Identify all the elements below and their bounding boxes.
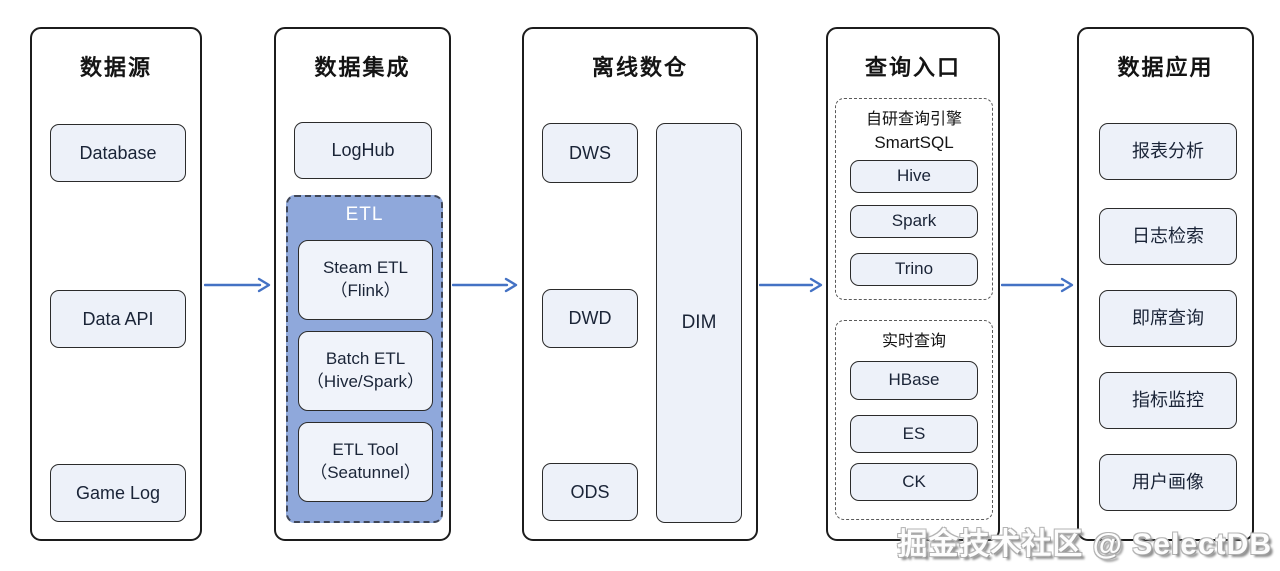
node-data-api: Data API <box>50 290 186 348</box>
node-user-profile: 用户画像 <box>1099 454 1237 511</box>
column-title-data-integration: 数据集成 <box>314 55 411 80</box>
node-loghub: LogHub <box>294 122 432 179</box>
etl-group-label: ETL <box>345 204 384 225</box>
smartsql-engine-group: 自研查询引擎 SmartSQL Hive Spark Trino <box>835 98 993 300</box>
smartsql-group-label-line1: 自研查询引擎 <box>865 111 962 128</box>
smartsql-group-label: 自研查询引擎 SmartSQL <box>836 108 992 156</box>
node-line: Batch ETL <box>325 349 406 369</box>
node-stream-etl-flink: Steam ETL （Flink） <box>298 240 433 320</box>
column-title-data-source: 数据源 <box>79 55 152 80</box>
column-data-integration: 数据集成 LogHub ETL Steam ETL （Flink） Batch … <box>274 27 451 541</box>
node-hive: Hive <box>850 160 978 193</box>
node-es: ES <box>850 415 978 453</box>
column-title-query-entry: 查询入口 <box>864 55 961 80</box>
node-etl-tool-seatunnel: ETL Tool （Seatunnel） <box>298 422 433 502</box>
node-dim: DIM <box>656 123 742 523</box>
node-report-analysis: 报表分析 <box>1099 123 1237 180</box>
column-title-offline-warehouse: 离线数仓 <box>591 55 688 80</box>
realtime-query-group-label: 实时查询 <box>881 333 946 350</box>
node-log-retrieval: 日志检索 <box>1099 208 1237 265</box>
node-database: Database <box>50 124 186 182</box>
node-spark: Spark <box>850 205 978 238</box>
node-trino: Trino <box>850 253 978 286</box>
realtime-query-group: 实时查询 HBase ES CK <box>835 320 993 520</box>
node-line: （Hive/Spark） <box>306 372 425 391</box>
column-query-entry: 查询入口 自研查询引擎 SmartSQL Hive Spark Trino 实时… <box>826 27 1000 541</box>
flow-arrow-2 <box>452 277 518 293</box>
watermark: 掘金技术社区 @ SelectDB <box>897 528 1272 561</box>
column-offline-warehouse: 离线数仓 DWS DWD ODS DIM <box>522 27 758 541</box>
node-dws: DWS <box>542 123 638 183</box>
node-game-log: Game Log <box>50 464 186 522</box>
column-data-source: 数据源 Database Data API Game Log <box>30 27 202 541</box>
node-batch-etl-hive-spark: Batch ETL （Hive/Spark） <box>298 331 433 411</box>
column-title-data-application: 数据应用 <box>1117 55 1214 80</box>
node-dwd: DWD <box>542 289 638 348</box>
flow-arrow-3 <box>759 277 823 293</box>
node-line: Steam ETL <box>322 258 409 278</box>
node-ck: CK <box>850 463 978 501</box>
smartsql-group-label-line2: SmartSQL <box>874 133 954 153</box>
column-data-application: 数据应用 报表分析 日志检索 即席查询 指标监控 用户画像 <box>1077 27 1254 541</box>
etl-group: ETL Steam ETL （Flink） Batch ETL （Hive/Sp… <box>286 195 443 523</box>
node-line: （Seatunnel） <box>310 463 421 482</box>
flow-arrow-4 <box>1001 277 1074 293</box>
node-line: （Flink） <box>330 281 401 300</box>
node-line: ETL Tool <box>332 440 399 460</box>
node-hbase: HBase <box>850 361 978 400</box>
node-metric-monitoring: 指标监控 <box>1099 372 1237 429</box>
node-ods: ODS <box>542 463 638 521</box>
node-adhoc-query: 即席查询 <box>1099 290 1237 347</box>
flow-arrow-1 <box>204 277 271 293</box>
